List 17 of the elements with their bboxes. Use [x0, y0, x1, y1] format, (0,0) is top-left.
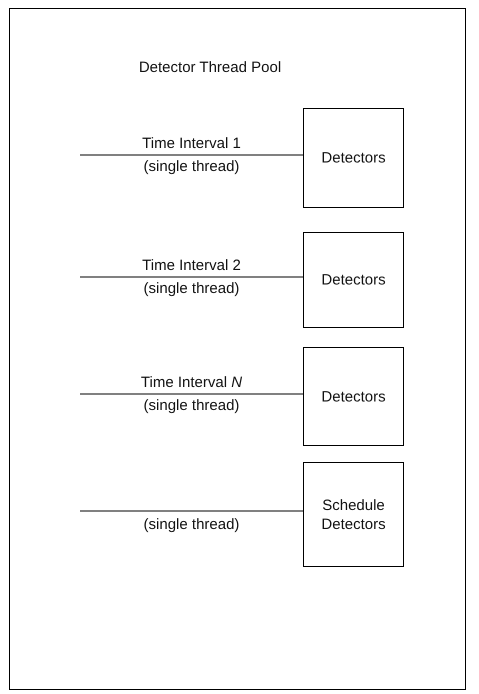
box-label: Detectors [320, 387, 387, 406]
edge-label: (single thread) [142, 515, 240, 535]
box-label: Detectors [320, 270, 387, 290]
group-title: Detector Thread Pool [138, 59, 282, 76]
connector-line [80, 154, 304, 156]
process-box [303, 347, 404, 446]
process-box [303, 232, 404, 328]
edge-label: Time Interval N (single thread) [140, 373, 244, 416]
edge-label: Time Interval 2 (single thread) [141, 256, 242, 299]
connector-line [80, 510, 304, 512]
connector-line [80, 276, 304, 278]
process-box [303, 462, 404, 567]
process-box [303, 108, 404, 208]
box-label: Schedule Detectors [320, 496, 387, 534]
pool-frame [9, 8, 466, 690]
edge-label: Time Interval 1 (single thread) [141, 134, 242, 177]
box-label: Detectors [320, 148, 387, 168]
